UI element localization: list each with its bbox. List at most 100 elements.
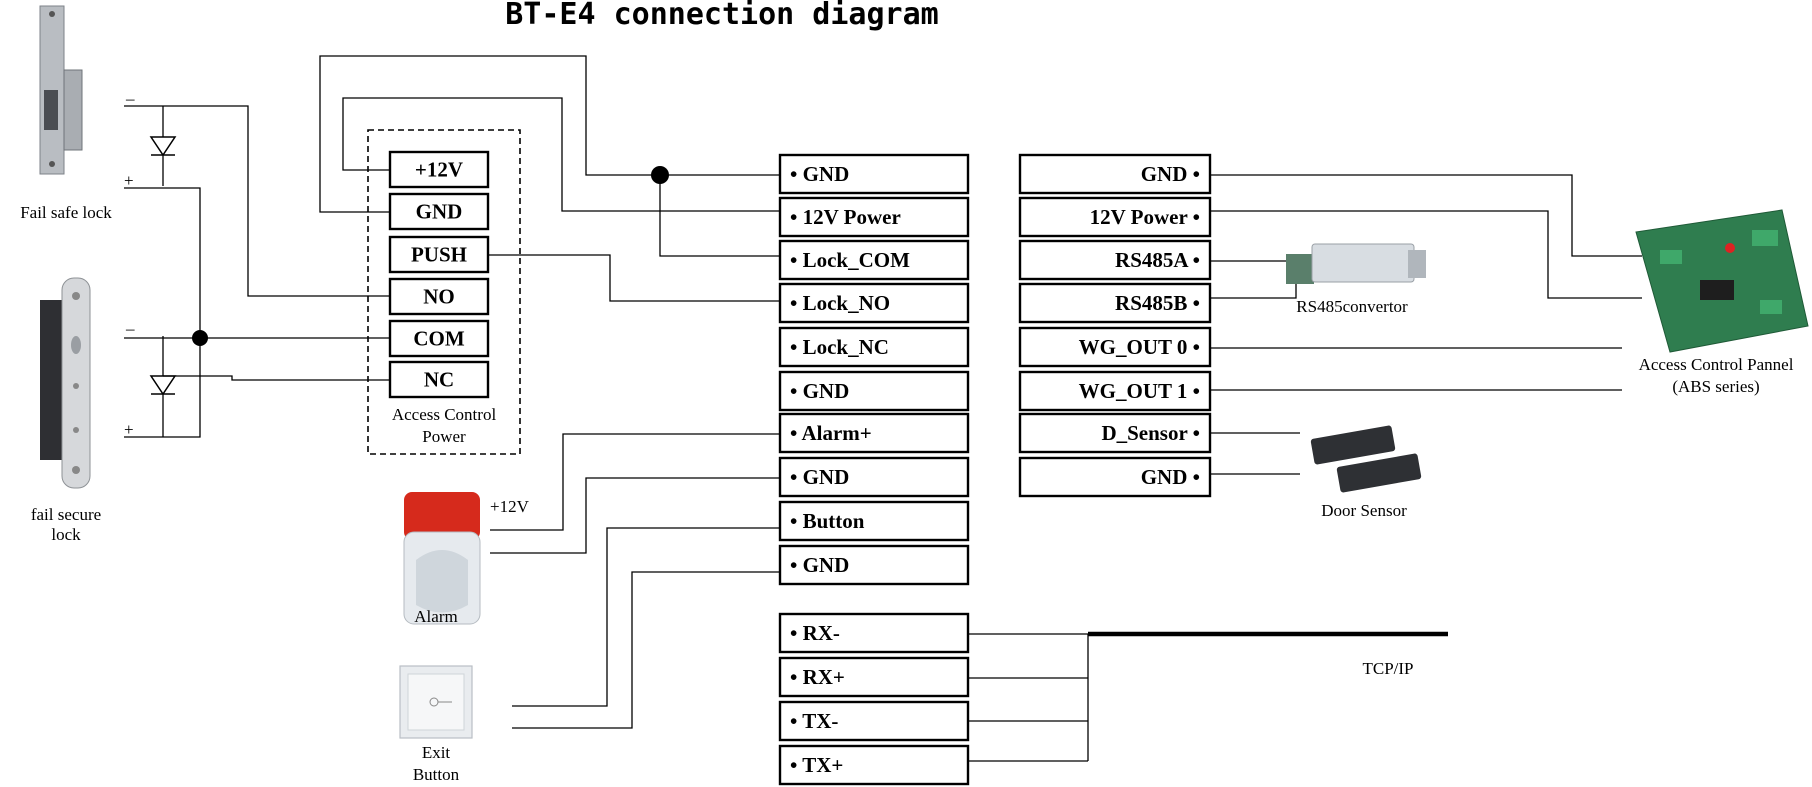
fail-safe-lock-caption: Fail safe lock: [20, 203, 112, 222]
center-terminal-box-6: [778, 412, 970, 454]
center-terminal-label-8: • Button: [790, 509, 865, 533]
wire-power-12v: [342, 97, 780, 212]
diagram-title: BT-E4 connection diagram: [505, 0, 938, 32]
right-terminal-box-7: [1018, 456, 1212, 498]
power-terminal-label-5: NC: [424, 368, 454, 392]
power-terminal-label-0: +12V: [415, 158, 463, 182]
access-control-power-outline: [367, 129, 521, 455]
right-terminal-label-0: GND •: [1141, 162, 1200, 186]
alarm-voltage-label: +12V: [490, 497, 530, 516]
fail-secure-lock-caption-1: fail secure: [31, 505, 101, 524]
wire-power-gnd: [319, 55, 780, 213]
wire-failsafe-plus: [124, 187, 201, 338]
center-terminal-box-3: [778, 282, 970, 324]
center-terminal-box-1: [778, 196, 970, 238]
wire-exit-gnd: [512, 571, 780, 729]
wire-panel-12v: [1210, 210, 1642, 299]
exit-button-caption-1: Exit: [422, 743, 451, 762]
right-terminal-box-5: [1018, 370, 1212, 412]
rs485-convertor-image: [1286, 243, 1426, 284]
power-terminal-box-4: [388, 319, 490, 358]
right-terminal-label-6: D_Sensor •: [1101, 421, 1200, 445]
power-terminal-box-2: [388, 235, 490, 274]
access-panel-caption-1: Access Control Pannel: [1639, 355, 1794, 374]
right-terminal-box-2: [1018, 239, 1212, 281]
center-terminal-label-3: • Lock_NO: [790, 291, 890, 315]
center-terminal-box-7: [778, 456, 970, 498]
power-terminal-box-3: [388, 277, 490, 316]
access-control-power-caption-1: Access Control: [392, 405, 497, 424]
center-terminal-label-5: • GND: [790, 379, 849, 403]
wire-lock-com: [659, 175, 780, 257]
center-terminal-label-0: • GND: [790, 162, 849, 186]
center-terminal-box-2: [778, 239, 970, 281]
center-terminal-label-4: • Lock_NC: [790, 335, 889, 359]
right-terminal-label-2: RS485A •: [1115, 248, 1200, 272]
center-terminal-label-1: • 12V Power: [790, 205, 901, 229]
network-terminal-box-3: [778, 744, 970, 786]
wire-alarm-plus: [490, 433, 780, 531]
right-terminal-box-6: [1018, 412, 1212, 454]
center-terminal-box-4: [778, 326, 970, 368]
right-terminal-box-4: [1018, 326, 1212, 368]
network-terminal-label-0: • RX-: [790, 621, 840, 645]
center-terminal-label-7: • GND: [790, 465, 849, 489]
network-terminal-label-3: • TX+: [790, 753, 843, 777]
right-terminal-box-0: [1018, 153, 1212, 195]
fail-secure-minus-label: –: [125, 319, 135, 338]
wire-failsecure-plus: [124, 338, 201, 438]
wire-failsafe-minus: [124, 105, 390, 297]
wire-rs485b: [1210, 284, 1297, 299]
right-terminal-box-3: [1018, 282, 1212, 324]
fail-safe-lock-image: [39, 5, 83, 175]
fail-safe-minus-label: –: [125, 89, 135, 108]
power-terminal-label-3: NO: [423, 285, 455, 309]
power-terminal-label-1: GND: [416, 200, 463, 224]
wire-nc: [163, 375, 390, 381]
center-terminal-label-9: • GND: [790, 553, 849, 577]
wire-alarm-gnd: [490, 477, 780, 554]
door-sensor-caption: Door Sensor: [1321, 501, 1407, 520]
power-terminal-label-4: COM: [413, 327, 465, 351]
wire-panel-gnd: [1210, 174, 1642, 257]
wire-exit-button: [512, 527, 780, 707]
right-terminal-label-7: GND •: [1141, 465, 1200, 489]
center-terminal-box-0: [778, 153, 970, 195]
right-terminal-label-5: WG_OUT 1 •: [1079, 379, 1200, 403]
rs485-convertor-caption: RS485convertor: [1296, 297, 1408, 316]
fail-secure-lock-image: [40, 277, 91, 489]
network-terminal-box-0: [778, 612, 970, 654]
fail-secure-plus-label: +: [124, 420, 134, 439]
diode-top-icon: [149, 106, 177, 186]
alarm-caption: Alarm: [414, 607, 457, 626]
center-terminal-label-6: • Alarm+: [790, 421, 872, 445]
network-terminal-label-1: • RX+: [790, 665, 845, 689]
power-terminal-label-2: PUSH: [411, 243, 467, 267]
alarm-siren-image: [403, 492, 481, 625]
center-terminal-box-8: [778, 500, 970, 542]
center-terminal-box-9: [778, 544, 970, 586]
wire-power-push: [488, 254, 780, 302]
door-sensor-image: [1310, 425, 1422, 493]
access-control-panel-image: [1635, 209, 1809, 353]
diode-bottom-icon: [149, 336, 177, 437]
network-terminal-box-1: [778, 656, 970, 698]
center-terminal-label-2: • Lock_COM: [790, 248, 910, 272]
fail-safe-plus-label: +: [124, 171, 134, 190]
access-panel-caption-2: (ABS series): [1672, 377, 1759, 396]
junction-com: [192, 330, 208, 346]
network-terminal-label-2: • TX-: [790, 709, 838, 733]
access-control-power-caption-2: Power: [422, 427, 466, 446]
exit-button-image: [399, 665, 473, 739]
power-terminal-box-5: [388, 360, 490, 399]
power-terminal-box-1: [388, 192, 490, 231]
right-terminal-label-4: WG_OUT 0 •: [1079, 335, 1200, 359]
exit-button-caption-2: Button: [413, 765, 460, 784]
tcpip-label: TCP/IP: [1362, 659, 1413, 678]
junction-gnd: [651, 166, 669, 184]
fail-secure-lock-caption-2: lock: [51, 525, 81, 544]
right-terminal-label-1: 12V Power •: [1090, 205, 1200, 229]
center-terminal-box-5: [778, 370, 970, 412]
right-terminal-box-1: [1018, 196, 1212, 238]
